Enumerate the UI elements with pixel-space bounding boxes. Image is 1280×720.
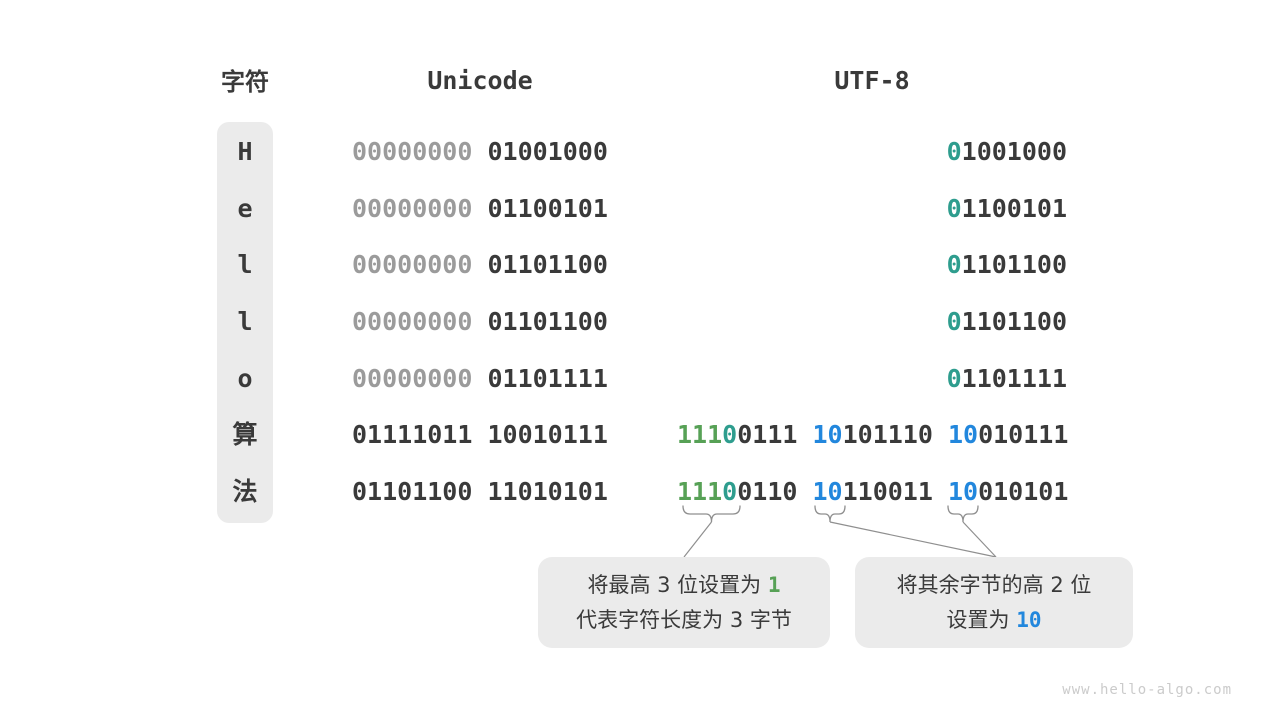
utf8-segment-dark: 010101 [978,477,1069,506]
callout-segment: 将最高 3 位设置为 [587,572,768,597]
unicode-segment-dark: 01101100 [472,307,608,336]
unicode-segment-dark: 01001000 [472,137,608,166]
utf8-segment-dark: 0110 [737,477,813,506]
unicode-segment-gray: 00000000 [352,364,473,393]
utf8-segment-teal: 0 [946,364,962,393]
utf8-segment-dark: 1100101 [961,194,1067,223]
character-cell: l [237,307,253,336]
column-header-utf8: UTF-8 [834,66,910,95]
character-column-background [217,122,273,523]
callout-text-line: 代表字符长度为 3 字节 [538,603,830,638]
callout-text-line: 设置为 10 [855,603,1133,638]
underbrace-continuation-2 [947,505,979,523]
utf8-segment-teal: 0 [946,307,962,336]
callout-segment-green: 1 [767,572,781,597]
callout-text-line: 将最高 3 位设置为 1 [538,568,830,603]
utf8-segment-dark: 1001000 [961,137,1067,166]
callout-continuation-bits: 将其余字节的高 2 位设置为 10 [855,557,1133,648]
utf8-segment-green: 111 [677,477,723,506]
character-cell: 法 [232,477,258,506]
utf8-segment-blue: 10 [947,420,979,449]
utf8-bits: 01101100 [677,304,1067,340]
utf8-bits: 01101111 [677,361,1067,397]
callout-segment: 代表字符长度为 3 字节 [576,607,792,632]
unicode-segment-gray: 00000000 [352,137,473,166]
underbrace-leading-bits [682,505,741,523]
callout-leading-bits: 将最高 3 位设置为 1 代表字符长度为 3 字节 [538,557,830,648]
utf8-segment-teal: 0 [946,137,962,166]
unicode-bits: 01101100 11010101 [352,474,608,510]
unicode-bits: 00000000 01101100 [352,304,608,340]
utf8-bits: 11100110 10110011 10010101 [677,474,1069,510]
unicode-segment-dark: 01101111 [472,364,608,393]
utf8-segment-dark: 1101100 [961,250,1067,279]
character-cell: 算 [232,420,258,449]
callout-segment-blue: 10 [1016,607,1042,632]
unicode-bits: 00000000 01001000 [352,134,608,170]
character-cell: l [237,250,253,279]
unicode-segment-gray: 00000000 [352,194,473,223]
unicode-bits: 00000000 01101100 [352,247,608,283]
utf8-segment-blue: 10 [812,477,843,506]
utf8-bits: 01001000 [677,134,1067,170]
connector-line-mid [829,521,997,558]
utf8-segment-dark: 0111 [737,420,813,449]
unicode-segment-dark: 01111011 10010111 [352,420,608,449]
utf8-segment-teal: 0 [946,194,962,223]
character-cell: e [237,194,253,223]
callout-connectors [682,505,997,558]
connector-line-left [683,521,712,558]
unicode-segment-gray: 00000000 [352,250,473,279]
character-cell: H [237,137,253,166]
column-header-character: 字符 [221,68,269,96]
utf8-bits: 01100101 [677,191,1067,227]
utf8-bits: 11100111 10101110 10010111 [677,417,1069,453]
utf8-segment-dark: 110011 [842,477,948,506]
underbrace-continuation-1 [814,505,846,523]
utf8-segment-dark: 1101111 [961,364,1067,393]
utf8-segment-dark: 010111 [978,420,1069,449]
unicode-segment-gray: 00000000 [352,307,473,336]
unicode-bits: 01111011 10010111 [352,417,608,453]
utf8-segment-blue: 10 [947,477,979,506]
column-header-unicode: Unicode [427,66,533,95]
connector-line-right [962,521,997,558]
utf8-segment-teal: 0 [722,420,738,449]
unicode-segment-dark: 01101100 11010101 [352,477,608,506]
utf8-segment-blue: 10 [812,420,843,449]
callout-segment: 设置为 [946,607,1017,632]
utf8-segment-dark: 1101100 [961,307,1067,336]
callout-segment: 将其余字节的高 2 位 [896,572,1092,597]
unicode-segment-dark: 01100101 [472,194,608,223]
character-cell: o [237,364,253,393]
unicode-bits: 00000000 01101111 [352,361,608,397]
utf8-segment-teal: 0 [722,477,738,506]
callout-text-line: 将其余字节的高 2 位 [855,568,1133,603]
unicode-segment-dark: 01101100 [472,250,608,279]
watermark-url: www.hello-algo.com [1062,682,1232,698]
utf8-segment-teal: 0 [946,250,962,279]
unicode-bits: 00000000 01100101 [352,191,608,227]
utf8-segment-dark: 101110 [842,420,948,449]
utf8-segment-green: 111 [677,420,723,449]
utf8-bits: 01101100 [677,247,1067,283]
